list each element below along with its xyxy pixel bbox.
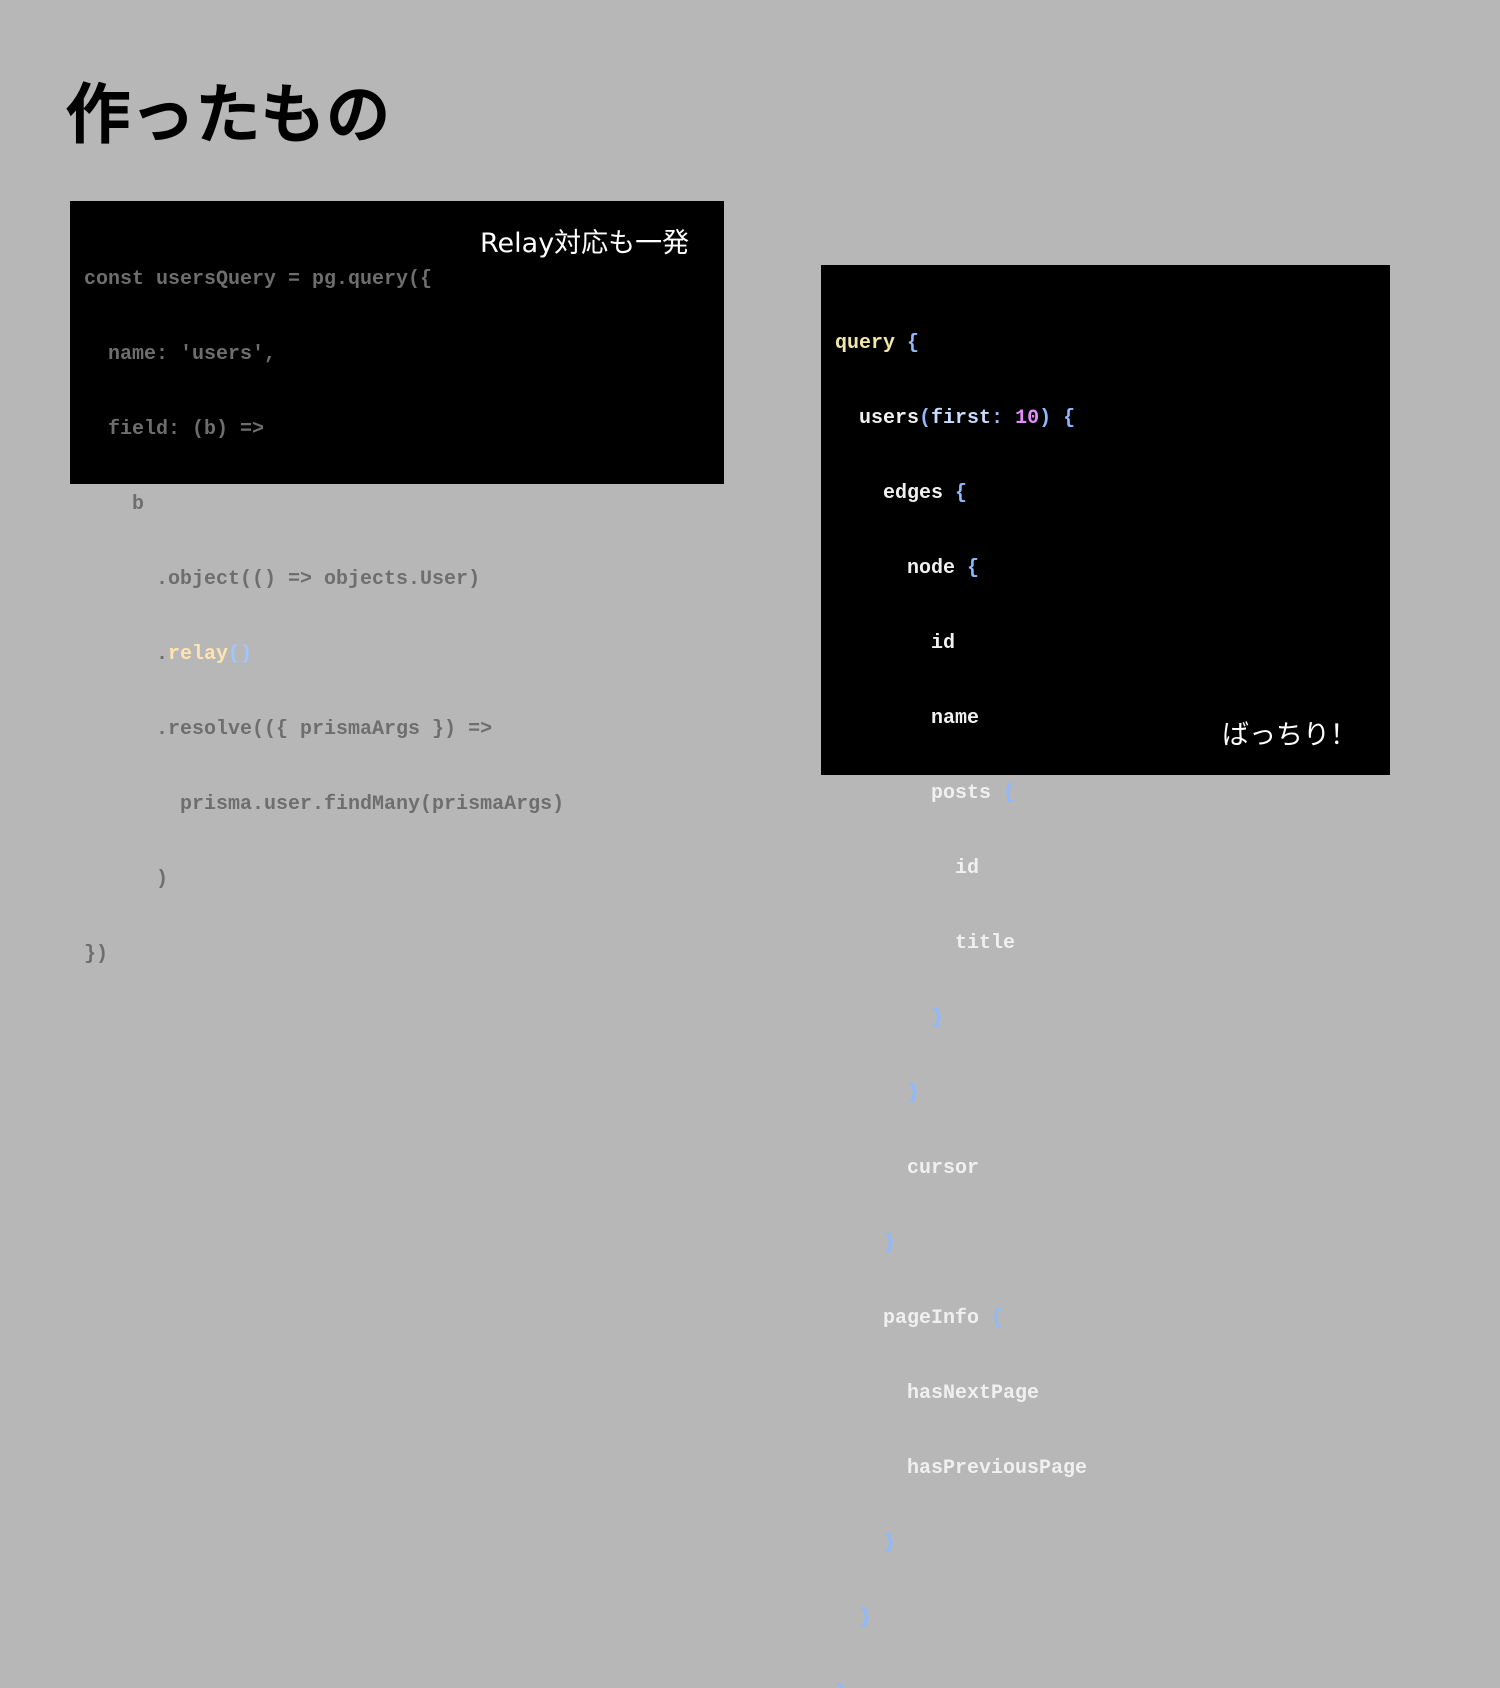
brace: } <box>835 1607 872 1630</box>
field-pageinfo: pageInfo <box>835 1307 980 1330</box>
code-panel-graphql-query: query { users(first: 10) { edges { node … <box>821 265 1390 1688</box>
field-title: title <box>835 932 1016 955</box>
brace: } <box>835 1232 896 1255</box>
code-line: field: (b) => <box>84 418 265 441</box>
field-hasnextpage: hasNextPage <box>835 1382 1040 1405</box>
indent <box>835 407 859 430</box>
pg-query-code: const usersQuery = pg.query({ name: 'use… <box>84 217 564 1017</box>
dot: . <box>156 643 169 666</box>
field-edges: edges <box>835 482 944 505</box>
slide-title: 作ったもの <box>66 79 391 153</box>
field-id: id <box>835 632 956 655</box>
code-line: .resolve(({ prismaArgs }) => <box>84 718 493 741</box>
field-node: node <box>835 557 956 580</box>
code-line-relay: .relay() <box>84 642 564 667</box>
code-line: prisma.user.findMany(prismaArgs) <box>84 793 565 816</box>
paren: ( <box>919 407 932 430</box>
brace: } <box>835 1082 920 1105</box>
result-caption: ばっちり！ <box>1222 720 1357 751</box>
code-line: pageInfo { <box>835 1306 1087 1331</box>
field-name: name <box>835 707 980 730</box>
colon: : <box>991 407 1016 430</box>
code-line: }) <box>84 943 109 966</box>
field-haspreviouspage: hasPreviousPage <box>835 1457 1088 1480</box>
field-users: users <box>859 407 920 430</box>
indent <box>84 643 156 666</box>
brace: } <box>835 1007 944 1030</box>
number: 10 <box>1015 407 1040 430</box>
relay-caption: Relay対応も一発 <box>480 228 690 259</box>
arg-first: first <box>931 407 992 430</box>
brace: { <box>943 482 968 505</box>
brace: { <box>979 1307 1004 1330</box>
code-line: const usersQuery = pg.query({ <box>84 268 433 291</box>
code-line: query { <box>835 331 1087 356</box>
brace: { <box>895 332 920 355</box>
query-keyword: query <box>835 332 896 355</box>
brace: { <box>955 557 980 580</box>
code-line: ) <box>84 868 169 891</box>
brace: { <box>991 782 1016 805</box>
graphql-query-code: query { users(first: 10) { edges { node … <box>835 281 1087 1688</box>
code-line: b <box>84 493 145 516</box>
code-line: .object(() => objects.User) <box>84 568 481 591</box>
code-line: posts { <box>835 781 1087 806</box>
code-panel-pg-query: const usersQuery = pg.query({ name: 'use… <box>70 201 724 966</box>
code-line: edges { <box>835 481 1087 506</box>
code-line: node { <box>835 556 1087 581</box>
relay-parens: () <box>228 643 253 666</box>
field-posts: posts <box>835 782 992 805</box>
brace: } <box>835 1532 896 1555</box>
field-cursor: cursor <box>835 1157 980 1180</box>
code-line: users(first: 10) { <box>835 406 1087 431</box>
paren: ) <box>1039 407 1052 430</box>
brace: } <box>835 1681 1087 1688</box>
brace: { <box>1051 407 1076 430</box>
code-line: name: 'users', <box>84 343 277 366</box>
field-post-id: id <box>835 857 980 880</box>
relay-method: relay <box>168 643 229 666</box>
